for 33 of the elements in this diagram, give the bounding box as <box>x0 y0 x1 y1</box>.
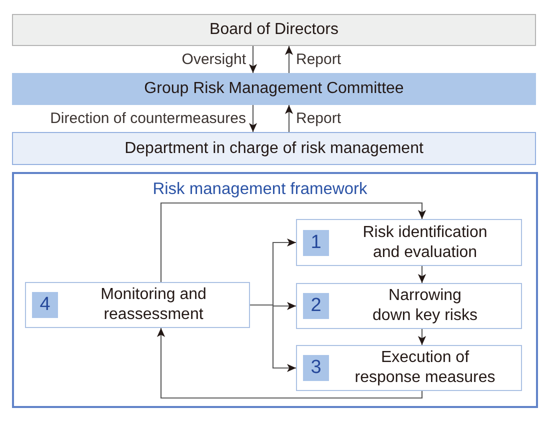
edge-label: Direction of countermeasures <box>50 109 246 129</box>
step-box <box>296 345 522 391</box>
arrow <box>418 266 426 283</box>
banner-title: Board of Directors <box>210 20 338 40</box>
step-label: Narrowing down key risks <box>372 286 478 326</box>
arrow <box>418 329 426 345</box>
org-banner <box>12 132 536 165</box>
step-label: Risk identification and evaluation <box>362 222 488 262</box>
org-banner <box>12 73 536 105</box>
step-box <box>25 282 250 328</box>
panel-title: Risk management framework <box>152 179 368 199</box>
step-number: 1 <box>303 230 329 256</box>
arrow <box>250 304 296 372</box>
step-number: 3 <box>303 355 329 381</box>
step-box <box>296 283 522 329</box>
arrow <box>284 105 294 132</box>
step-label: Monitoring and reassessment <box>100 285 208 325</box>
step-box <box>296 219 522 266</box>
arrow <box>284 46 294 73</box>
edge-label: Report <box>296 50 342 70</box>
arrow <box>248 105 258 132</box>
step-number: 4 <box>32 292 58 318</box>
arrow <box>248 46 258 73</box>
step-number: 2 <box>303 293 329 319</box>
banner-title: Group Risk Management Committee <box>144 79 404 99</box>
edge-label: Report <box>296 109 342 129</box>
framework-panel <box>12 172 538 408</box>
arrow <box>156 328 423 399</box>
step-label: Execution of response measures <box>354 348 496 388</box>
org-banner <box>12 14 536 46</box>
arrow <box>160 202 426 282</box>
banner-title: Department in charge of risk management <box>124 138 424 158</box>
edge-label: Oversight <box>182 50 246 70</box>
